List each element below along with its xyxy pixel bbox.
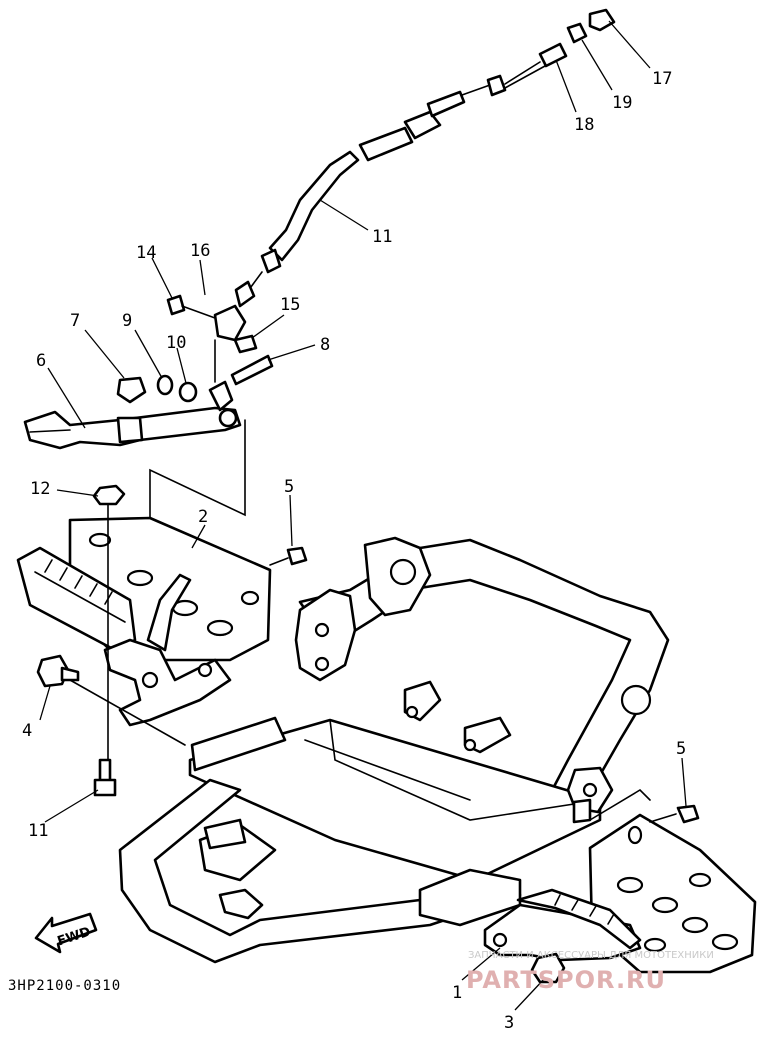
bolt-5-left <box>269 546 308 566</box>
left-footpeg <box>16 484 232 797</box>
callout-3: 3 <box>504 1013 514 1033</box>
callout-5-right: 5 <box>676 739 686 759</box>
fwd-arrow: FWD <box>34 912 98 954</box>
callout-7: 7 <box>70 311 80 331</box>
brake-pedal <box>23 376 242 450</box>
callout-11-bottom: 11 <box>28 821 48 841</box>
callout-labels: 17 19 18 11 14 16 15 8 7 9 10 6 12 5 2 4… <box>22 69 686 1033</box>
callout-16: 16 <box>190 241 210 261</box>
callout-17: 17 <box>652 69 672 89</box>
callout-9: 9 <box>122 311 132 331</box>
leader-lines <box>39 20 687 1011</box>
callout-18: 18 <box>574 115 594 135</box>
callout-10: 10 <box>166 333 186 353</box>
callout-6: 6 <box>36 351 46 371</box>
callout-19: 19 <box>612 93 632 113</box>
callout-14: 14 <box>136 243 156 263</box>
callout-2: 2 <box>198 507 208 527</box>
callout-8: 8 <box>320 335 330 355</box>
frame <box>118 536 670 964</box>
watermark-logo-text: PARTSPOR.RU <box>466 966 666 994</box>
brake-cable <box>156 8 616 403</box>
callout-11-top: 11 <box>372 227 392 247</box>
watermark-tagline: ЗАПЧАСТИ И АКСЕССУАРЫ ДЛЯ МОТОТЕХНИКИ <box>468 950 714 961</box>
callout-5-left: 5 <box>284 477 294 497</box>
watermark: ЗАПЧАСТИ И АКСЕССУАРЫ ДЛЯ МОТОТЕХНИКИ PA… <box>466 950 714 994</box>
callout-12: 12 <box>30 479 50 499</box>
callout-15: 15 <box>280 295 300 315</box>
right-footpeg <box>483 804 700 984</box>
callout-4: 4 <box>22 721 32 741</box>
drawing-code: 3HP2100-0310 <box>8 978 121 994</box>
callout-1: 1 <box>452 983 462 1003</box>
